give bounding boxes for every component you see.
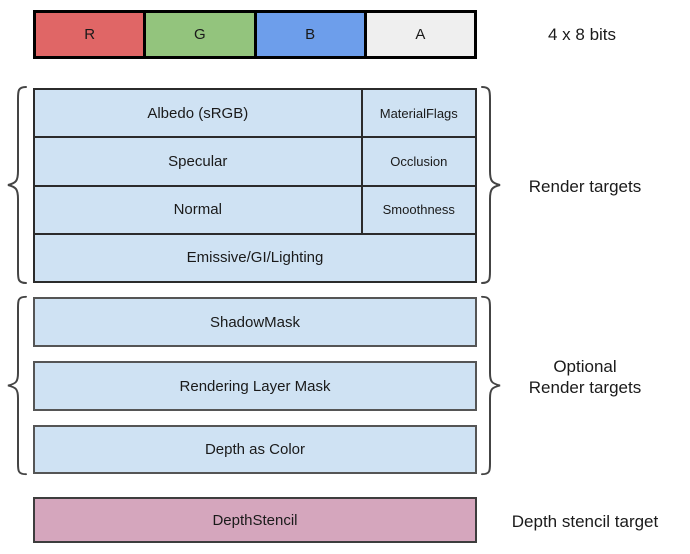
left-brace-render-targets — [5, 85, 29, 285]
right-brace-optional-targets — [479, 295, 503, 476]
box-rendering-layer-mask-label: Rendering Layer Mask — [179, 377, 331, 395]
box-shadowmask-label: ShadowMask — [209, 313, 301, 331]
format-cell-r: R — [36, 13, 144, 56]
box-depthstencil: DepthStencil — [33, 497, 477, 543]
table-row: Albedo (sRGB) MaterialFlags — [35, 90, 475, 137]
cell-specular: Specular — [168, 152, 228, 170]
optional-render-targets-label: Optional Render targets — [480, 356, 690, 398]
table-row: Emissive/GI/Lighting — [35, 232, 475, 281]
box-depth-as-color: Depth as Color — [33, 425, 477, 474]
box-depthstencil-label: DepthStencil — [212, 511, 298, 529]
depth-stencil-target-label: Depth stencil target — [511, 512, 659, 531]
table-row: Specular Occlusion — [35, 136, 475, 185]
format-cell-g-label: G — [194, 26, 206, 43]
format-cell-r-label: R — [84, 26, 96, 43]
box-shadowmask: ShadowMask — [33, 297, 477, 347]
left-brace-optional-targets — [5, 295, 29, 476]
optional-label-line2: Render targets — [528, 378, 642, 397]
box-depth-as-color-label: Depth as Color — [204, 441, 306, 458]
format-cell-b-label: B — [305, 26, 316, 43]
rgba-format-bar: R G B A — [33, 10, 477, 59]
box-rendering-layer-mask: Rendering Layer Mask — [33, 361, 477, 411]
render-targets-label: Render targets — [528, 177, 642, 196]
cell-emissive: Emissive/GI/Lighting — [186, 249, 324, 267]
cell-smoothness: Smoothness — [360, 186, 475, 233]
format-cell-a: A — [363, 13, 474, 56]
table-row: Normal Smoothness — [35, 184, 475, 233]
render-targets-table: Albedo (sRGB) MaterialFlags Specular Occ… — [33, 88, 477, 283]
format-cell-g: G — [143, 13, 254, 56]
optional-label-line1: Optional — [553, 357, 617, 376]
right-brace-render-targets — [479, 85, 503, 285]
cell-albedo: Albedo (sRGB) — [147, 104, 249, 122]
cell-normal: Normal — [173, 201, 222, 219]
cell-materialflags: MaterialFlags — [360, 90, 475, 137]
format-cell-b: B — [253, 13, 364, 56]
cell-occlusion: Occlusion — [360, 138, 475, 185]
format-cell-a-label: A — [415, 26, 426, 43]
bits-caption: 4 x 8 bits — [548, 25, 617, 44]
